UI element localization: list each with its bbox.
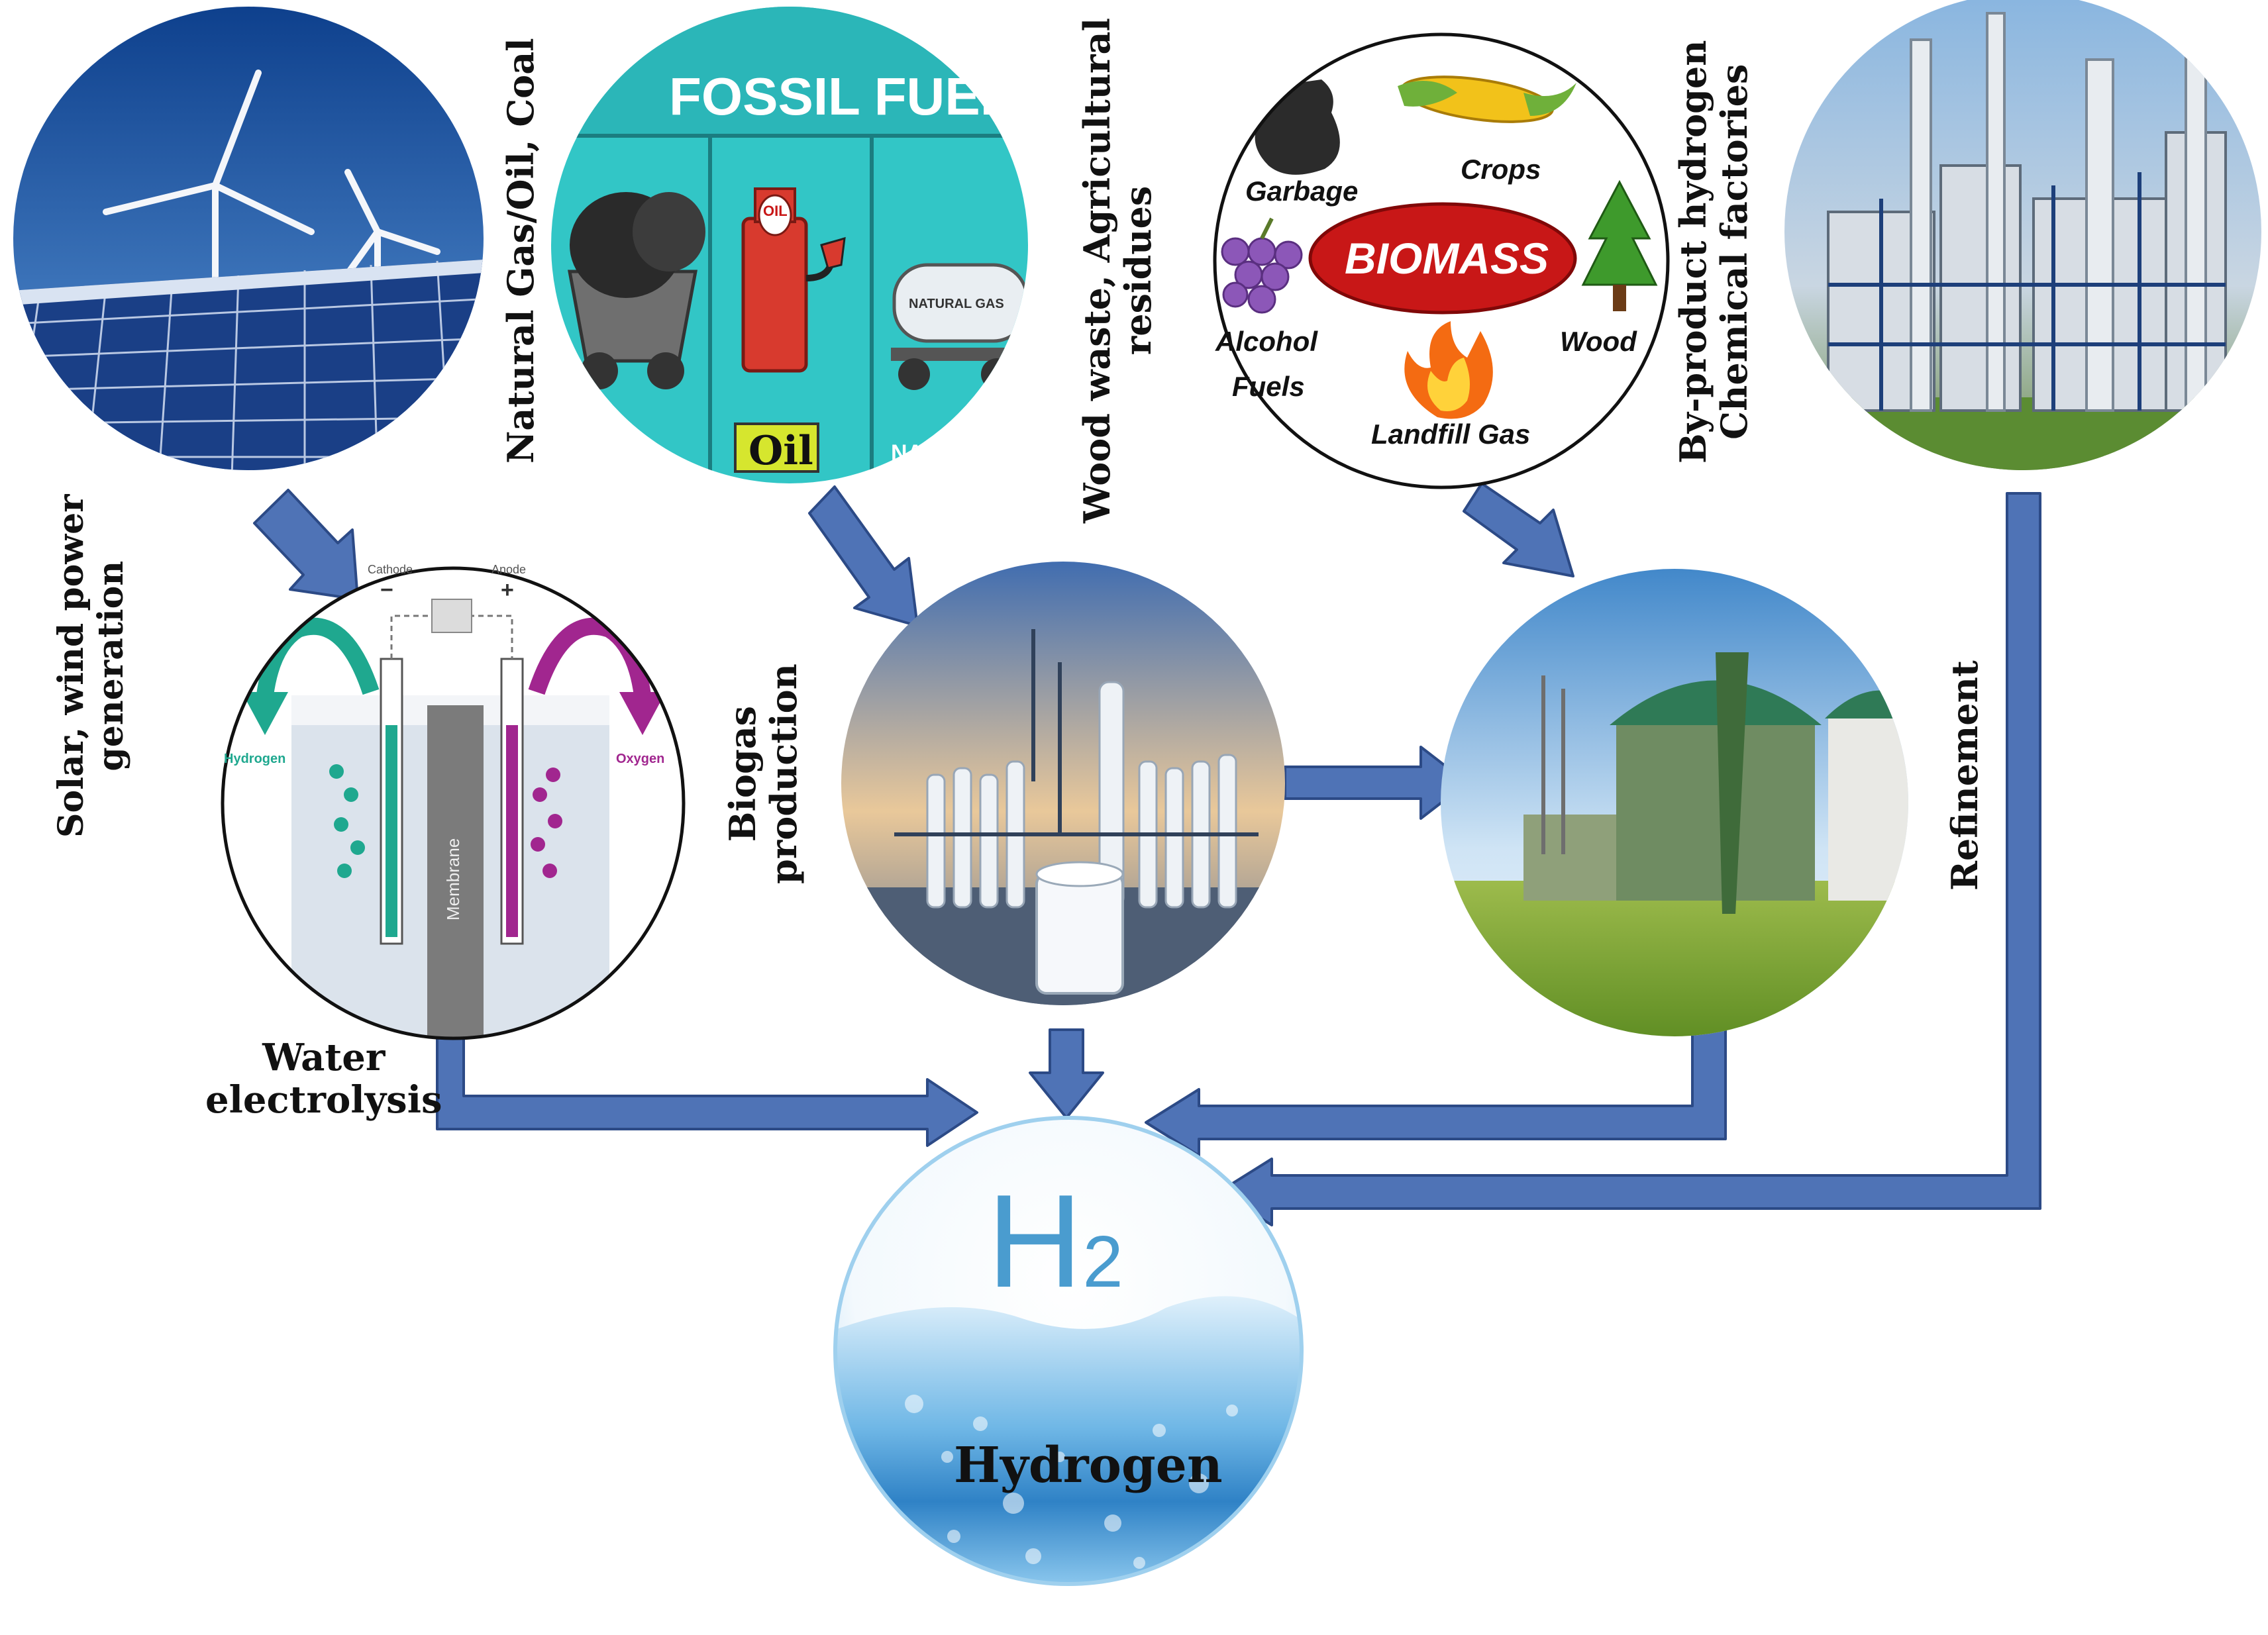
fossil-side-label: Natural Gas/Oil, Coal bbox=[499, 38, 542, 464]
hydrogen-sphere-image bbox=[833, 1116, 1304, 1586]
biogas-label-line1: Biogas bbox=[721, 705, 764, 842]
tanker-text: NATURAL GAS bbox=[909, 297, 1004, 311]
arrow-electrolysis-to-hydrogen bbox=[436, 1036, 978, 1147]
biogas-label-line2: production bbox=[762, 664, 805, 884]
hydrogen-label: Hydrogen bbox=[954, 1437, 1223, 1494]
biomass-item-garbage: Garbage bbox=[1245, 175, 1359, 207]
oil-pump-text: OIL bbox=[763, 203, 788, 219]
wood-waste-label: Wood waste, Agricultural residues bbox=[1076, 18, 1159, 523]
biomass-item-wood: Wood bbox=[1560, 326, 1637, 357]
arrow-biomass-to-refinement bbox=[1463, 482, 1574, 577]
biomass-item-alcohol: Alcohol bbox=[1215, 326, 1317, 357]
wood-waste-label-line2: residues bbox=[1117, 185, 1160, 356]
solar-wind-label-line2: generation bbox=[90, 560, 131, 771]
solar-wind-image bbox=[13, 7, 484, 470]
flow-arrows bbox=[253, 482, 2041, 1226]
biomass-item-crops: Crops bbox=[1461, 154, 1541, 185]
biogas-label: Biogas production bbox=[721, 664, 805, 884]
membrane-label: Membrane bbox=[443, 838, 464, 920]
cut-tank-label: NAT bbox=[891, 440, 936, 466]
solar-wind-label: Solar, wind power generation bbox=[51, 494, 131, 838]
digester-plant-image bbox=[1441, 569, 1908, 1036]
biomass-item-fuels: Fuels bbox=[1232, 371, 1305, 402]
fossil-fuels-banner: FOSSIL FUELS bbox=[669, 67, 1048, 126]
electrolysis-label-line2: electrolysis bbox=[205, 1078, 442, 1122]
refinement-label-text: Refinement bbox=[1943, 660, 1986, 891]
electrolysis-cell-image bbox=[221, 566, 686, 1040]
biogas-plant-image bbox=[841, 562, 1285, 1005]
electrolysis-label: Water electrolysis bbox=[205, 1036, 442, 1122]
anode-label: Anode bbox=[491, 563, 527, 576]
arrow-refinement-to-hydrogen bbox=[1145, 1009, 1727, 1157]
h2-symbol: H2 bbox=[987, 1165, 1123, 1318]
biomass-center-text: BIOMASS bbox=[1345, 234, 1549, 283]
byproduct-label-line1: By-product hydrogen bbox=[1672, 40, 1714, 464]
fossil-fuels-image bbox=[551, 7, 1028, 483]
byproduct-label-line2: Chemical factories bbox=[1713, 64, 1756, 440]
byproduct-label: By-product hydrogen Chemical factories bbox=[1672, 40, 1756, 464]
h2-subscript: 2 bbox=[1082, 1221, 1123, 1303]
wood-waste-label-line1: Wood waste, Agricultural bbox=[1076, 17, 1118, 523]
cathode-label: Cathode bbox=[368, 563, 413, 576]
cell-hydrogen-label: Hydrogen bbox=[224, 752, 286, 766]
minus-sign: − bbox=[380, 577, 393, 603]
plus-sign: + bbox=[501, 577, 514, 603]
refinement-label: Refinement bbox=[1943, 660, 1986, 891]
chemical-factory-image bbox=[1784, 0, 2261, 470]
arrow-biogas-to-hydrogen bbox=[1029, 1028, 1104, 1119]
arrow-fossil-to-biogas bbox=[808, 485, 919, 627]
cell-oxygen-label: Oxygen bbox=[616, 752, 665, 766]
fossil-side-label-text: Natural Gas/Oil, Coal bbox=[499, 38, 542, 464]
biomass-image bbox=[1213, 32, 1670, 489]
h2-letter: H bbox=[987, 1167, 1083, 1315]
solar-wind-label-line1: Solar, wind power bbox=[51, 494, 91, 838]
oil-tag: Oil bbox=[748, 428, 813, 474]
arrow-biogas-to-refinement bbox=[1284, 746, 1469, 820]
membrane-label-text: Membrane bbox=[443, 838, 463, 920]
arrow-solar-to-electrolysis bbox=[253, 489, 359, 601]
electrolysis-label-line1: Water bbox=[262, 1036, 386, 1079]
biomass-item-landfill: Landfill Gas bbox=[1371, 419, 1531, 450]
